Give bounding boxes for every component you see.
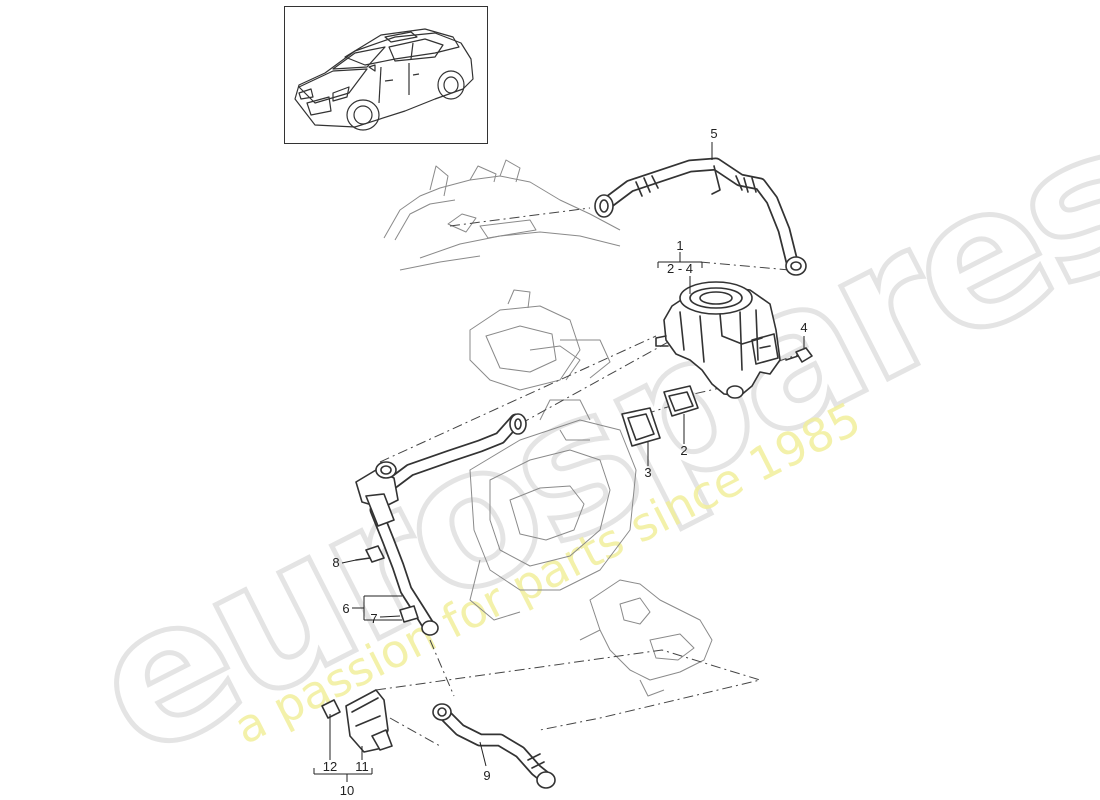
callout-10: 10 [340, 783, 354, 798]
callout-1: 1 [676, 238, 683, 253]
gasket-2 [663, 385, 699, 417]
callout-7: 7 [370, 611, 377, 626]
callout-5: 5 [710, 126, 717, 141]
screw [785, 347, 813, 363]
suv-car-icon [294, 28, 474, 131]
leader-lines [313, 142, 805, 782]
callout-3: 3 [644, 465, 651, 480]
vehicle-thumbnail [284, 6, 488, 144]
bracket-assembly [321, 689, 393, 753]
callout-6: 6 [342, 601, 349, 616]
watermark: eurospares a passion for parts since 198… [58, 83, 1100, 800]
watermark-brand: eurospares [60, 85, 1100, 800]
callout-8: 8 [332, 555, 339, 570]
oil-separator [655, 281, 781, 399]
gasket-3 [621, 407, 661, 447]
callout-2: 2 [680, 443, 687, 458]
callout-12: 12 [323, 759, 337, 774]
callout-1-range: 2 - 4 [667, 261, 693, 276]
callout-9: 9 [483, 768, 490, 783]
upper-vent-hose [594, 157, 807, 276]
callout-11: 11 [355, 759, 369, 774]
vent-line-assembly [355, 413, 527, 636]
lower-vent-hose [432, 703, 556, 789]
callout-labels: 5 1 2 - 4 4 2 3 8 6 7 9 12 11 10 [323, 126, 808, 798]
callout-4: 4 [800, 320, 807, 335]
